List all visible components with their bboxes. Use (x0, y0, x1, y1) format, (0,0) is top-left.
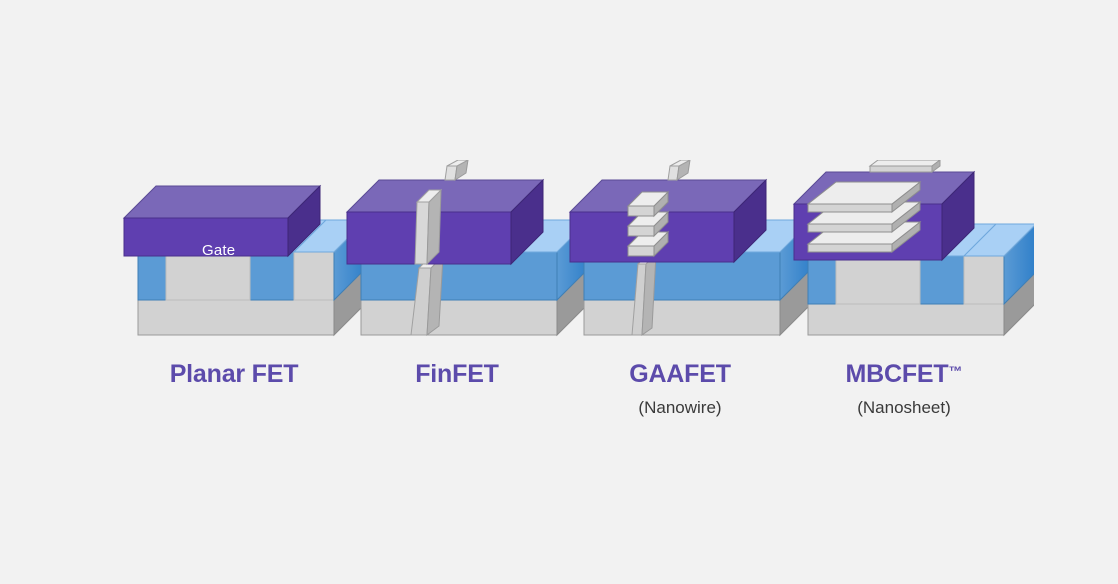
gate-electrode (345, 178, 545, 266)
fet-title-text: FinFET (415, 360, 499, 388)
fin-in-gate (414, 188, 443, 266)
fin-tab-top (444, 160, 469, 182)
caption: MBCFET™ (Nanosheet) (774, 356, 1034, 419)
gaafet-illustration (550, 160, 810, 345)
fet-item-mbcfet: MBCFET™ (Nanosheet) (774, 160, 1034, 460)
fet-title: GAAFET (550, 356, 810, 389)
nanosheet-channels (806, 180, 922, 254)
gate-label: Gate (202, 242, 236, 259)
fet-title-text: MBCFET (845, 360, 949, 388)
caption: FinFET (327, 356, 587, 397)
nanowire-channels (626, 190, 670, 258)
fet-item-finfet: FinFET (327, 160, 587, 460)
fet-subtitle: (Nanosheet) (857, 398, 951, 417)
planar-fet-illustration: Gate (104, 160, 364, 345)
fet-title: FinFET (327, 356, 587, 389)
substrate (806, 223, 1034, 337)
nanosheet-tab-top (868, 160, 941, 173)
fet-title: MBCFET™ (774, 356, 1034, 389)
gate-electrode (122, 184, 322, 258)
fet-title-text: GAAFET (629, 360, 731, 388)
caption: GAAFET (Nanowire) (550, 356, 810, 419)
fet-item-gaafet: GAAFET (Nanowire) (550, 160, 810, 460)
fet-item-planar-fet: Gate Planar FET (104, 160, 364, 460)
caption: Planar FET (104, 356, 364, 397)
finfet-illustration (327, 160, 587, 345)
mbcfet-illustration (774, 160, 1034, 345)
fet-subtitle: (Nanowire) (638, 398, 722, 417)
nanowire-tab-top (667, 160, 691, 182)
fet-title: Planar FET (104, 356, 364, 389)
nanowire-stem (631, 252, 658, 337)
fet-title-text: Planar FET (169, 360, 299, 388)
trademark-symbol: ™ (948, 363, 963, 379)
